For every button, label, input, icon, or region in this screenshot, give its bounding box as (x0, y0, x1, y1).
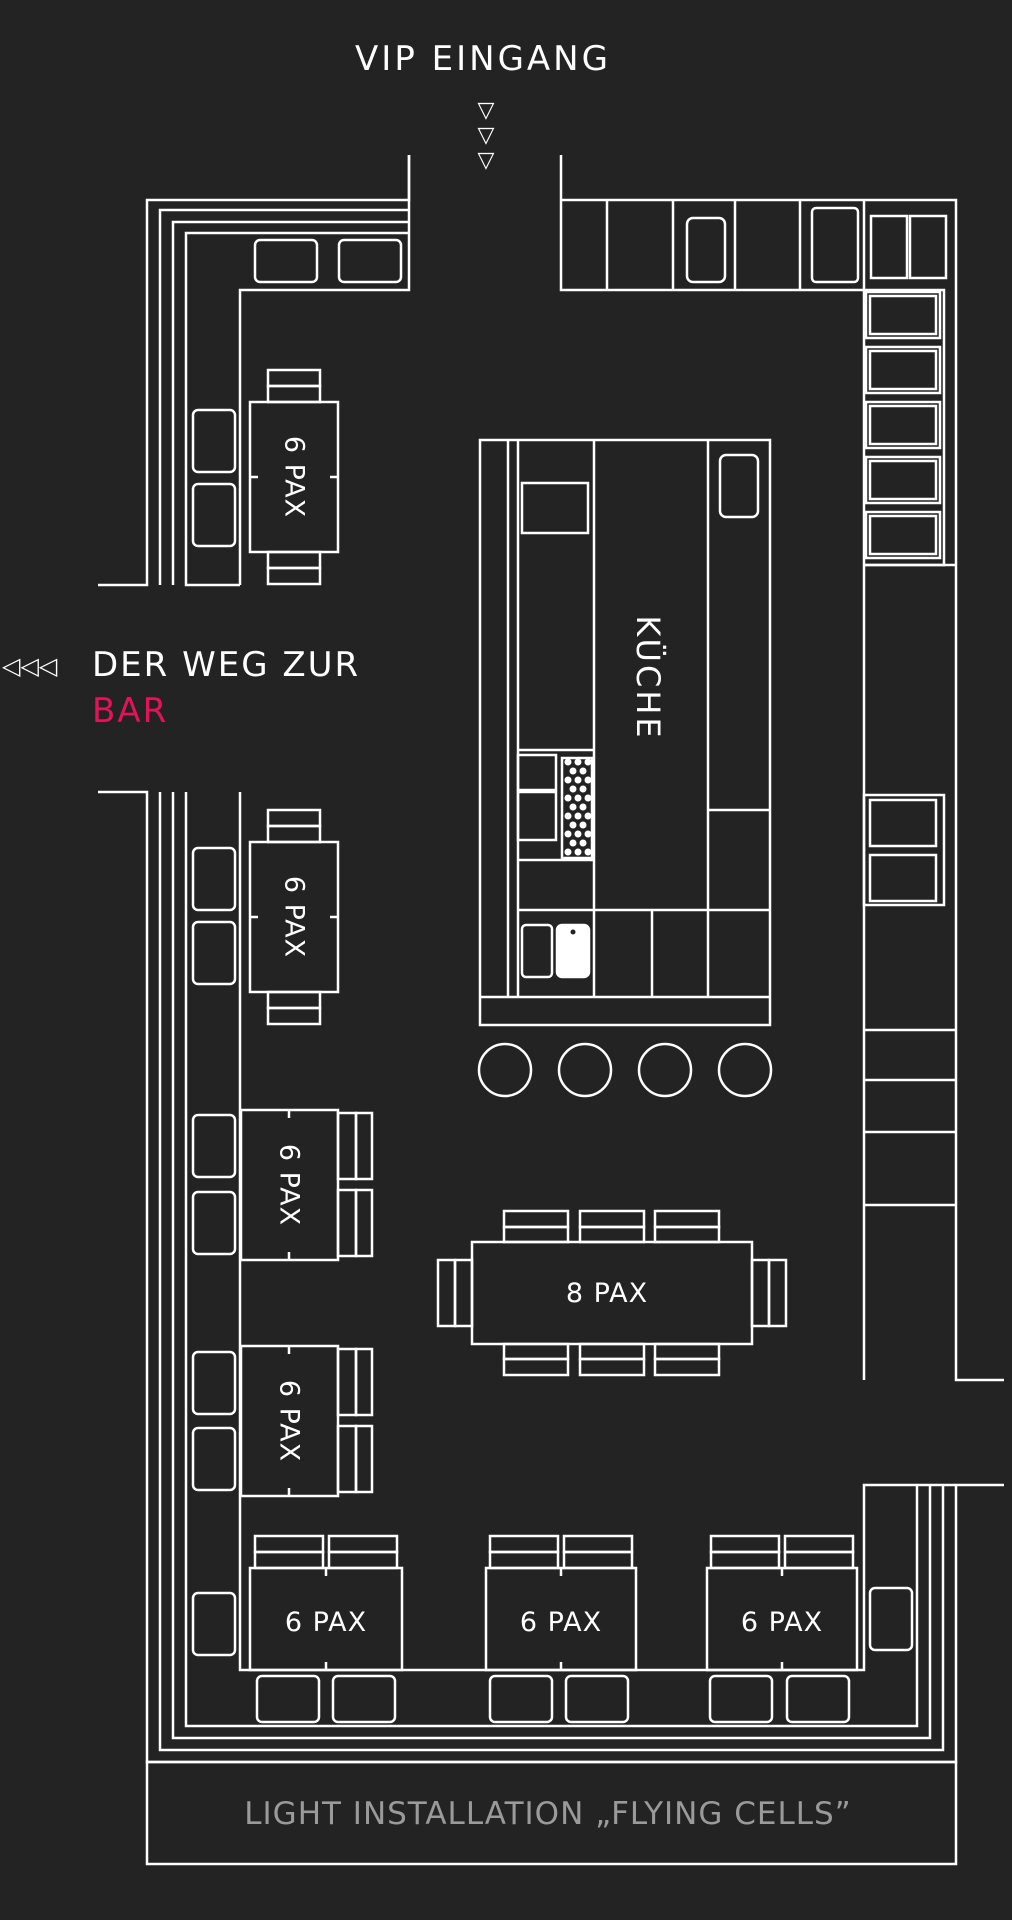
table-6pax-8 (705, 1534, 859, 1672)
table-label: 6 PAX (274, 1144, 305, 1226)
way-to-bar-label: DER WEG ZUR (92, 645, 360, 685)
table-label: 6 PAX (520, 1607, 602, 1638)
table-6pax-2 (248, 808, 340, 1026)
entrance-arrow-icon: ▽ (478, 148, 495, 173)
table-6pax-7 (484, 1534, 638, 1672)
bar-label: BAR (92, 691, 168, 731)
bar-stool (637, 1042, 693, 1098)
drain-pattern (564, 758, 592, 856)
entrance-arrow-icon: ▽ (478, 98, 495, 123)
bar-stool (557, 1042, 613, 1098)
table-6pax-1 (248, 368, 340, 586)
table-label: 6 PAX (279, 436, 310, 518)
table-label: 6 PAX (279, 876, 310, 958)
table-label: 8 PAX (566, 1278, 648, 1309)
table-label: 6 PAX (741, 1607, 823, 1638)
bar-stool (717, 1042, 773, 1098)
way-arrow-icon: ◁◁◁ (2, 652, 58, 680)
right-counter (862, 288, 956, 1207)
table-8pax (436, 1209, 788, 1377)
kitchen-label: KÜCHE (629, 615, 667, 740)
kitchen-block (478, 438, 772, 1027)
left-benches (191, 238, 914, 1724)
table-6pax-6 (248, 1534, 404, 1672)
bar-stool (477, 1042, 533, 1098)
top-counter (605, 200, 948, 290)
bar-stools (477, 1042, 773, 1098)
table-6pax-3 (239, 1108, 374, 1262)
table-label: 6 PAX (274, 1380, 305, 1462)
light-installation-label: LIGHT INSTALLATION „FLYING CELLS” (244, 1796, 851, 1832)
outer-walls (98, 155, 1004, 1866)
vip-entrance-label: VIP EINGANG (355, 39, 611, 79)
table-label: 6 PAX (285, 1607, 367, 1638)
entrance-arrow-icon: ▽ (478, 123, 495, 148)
table-6pax-4 (239, 1344, 374, 1498)
